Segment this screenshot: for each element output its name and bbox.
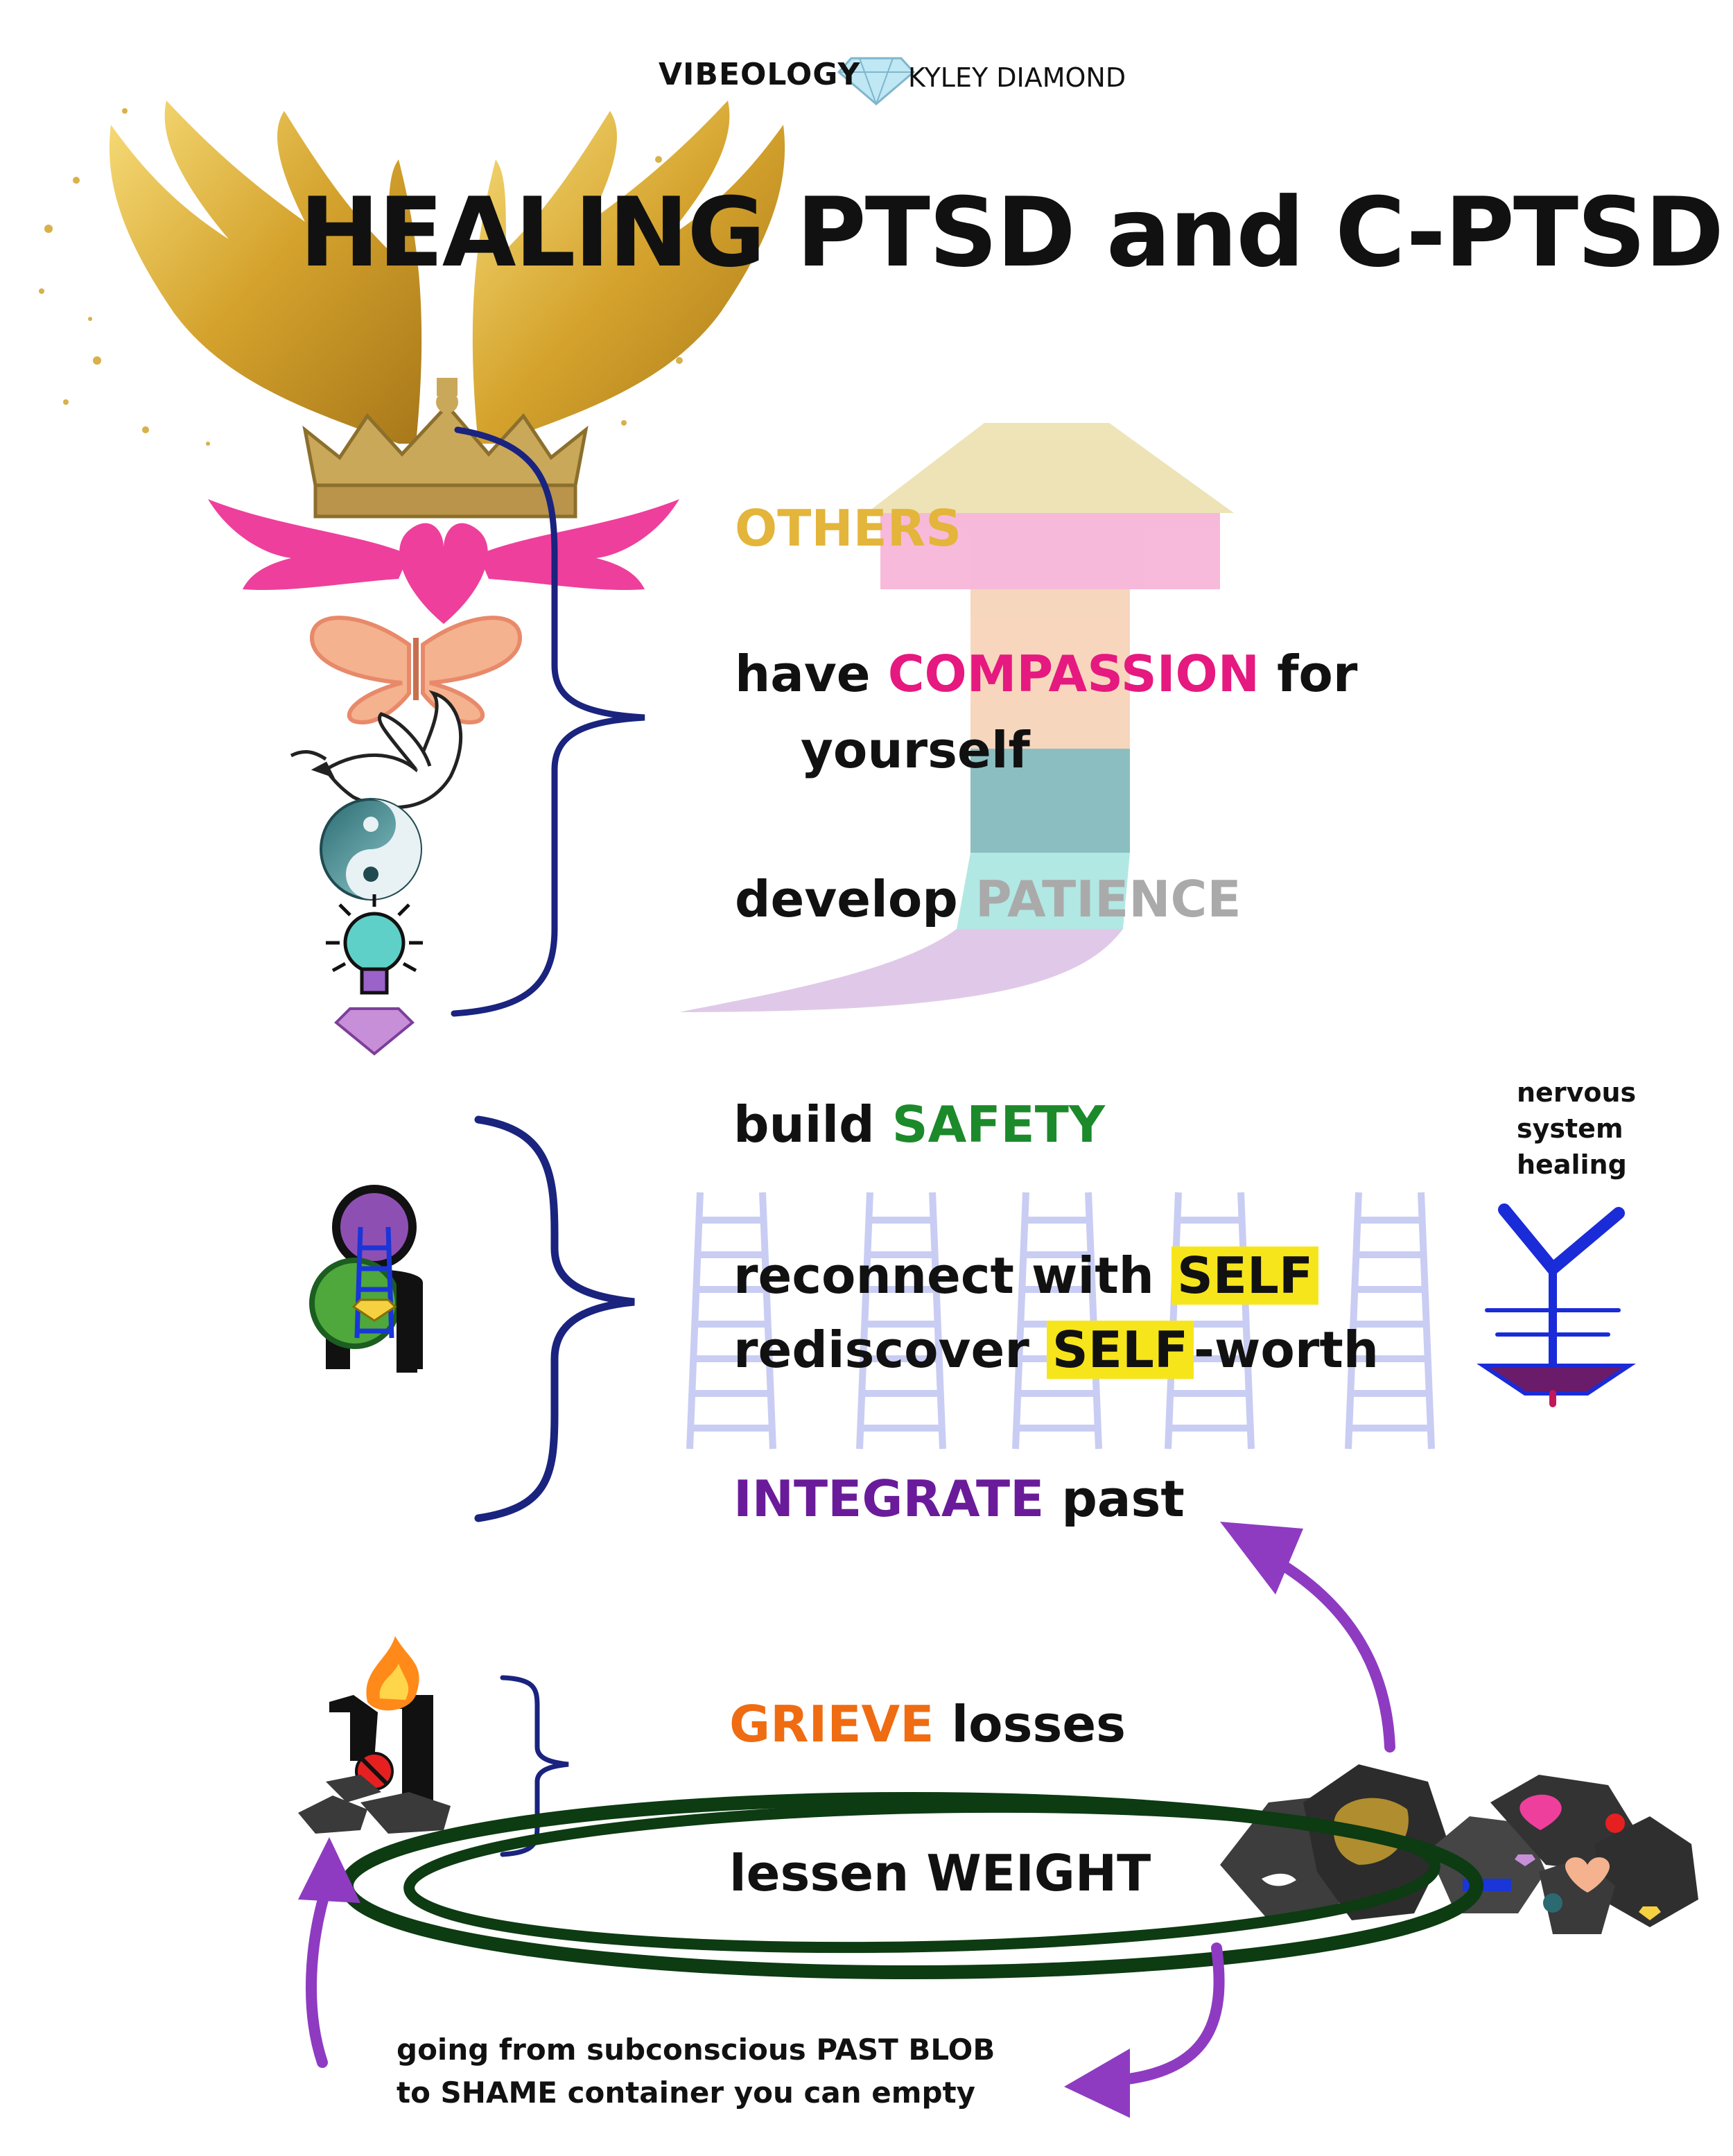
diamond-logo-icon [837, 57, 916, 106]
integrate-suffix: past [1044, 1470, 1185, 1528]
compassion-word: COMPASSION [887, 645, 1260, 703]
person-ladder-icon [309, 1185, 423, 1373]
nervous-label-line2: system [1517, 1113, 1623, 1144]
patience-prefix: develop [735, 870, 975, 928]
nervous-system-icon [1477, 1203, 1636, 1407]
step-compassion: have COMPASSION for [735, 645, 1357, 703]
safety-prefix: build [733, 1095, 892, 1154]
integrate-word: INTEGRATE [733, 1470, 1045, 1528]
step-patience: develop PATIENCE [735, 870, 1242, 928]
cycle-note-line1: going from subconscious PAST BLOB [397, 2033, 995, 2067]
grieve-suffix: losses [934, 1695, 1126, 1753]
step-grieve: GRIEVE losses [729, 1695, 1126, 1753]
nervous-label-line3: healing [1517, 1149, 1627, 1180]
compassion-prefix: have [735, 645, 888, 703]
step-rediscover: rediscover SELF-worth [733, 1321, 1379, 1379]
ladder-2 [856, 1192, 946, 1450]
yin-yang-icon [320, 798, 422, 901]
safety-word: SAFETY [891, 1095, 1105, 1154]
middle-brace [474, 1115, 635, 1522]
page-title: HEALING PTSD and C-PTSD [299, 177, 1724, 288]
top-brace [451, 426, 645, 1017]
step-others: OTHERS [735, 499, 962, 557]
rediscover-prefix: rediscover [733, 1321, 1047, 1379]
ladders [686, 1192, 1435, 1450]
compassion-suffix: for [1260, 645, 1358, 703]
winged-heart-icon [208, 499, 679, 624]
purple-up-arrow [1220, 1522, 1395, 1753]
step-reconnect: reconnect with SELF [733, 1246, 1319, 1305]
rediscover-self-word: SELF [1046, 1321, 1194, 1379]
diamond-icon [334, 1007, 415, 1056]
rainbow-arrow [679, 423, 1234, 1012]
ladder-5 [1345, 1192, 1435, 1450]
reconnect-prefix: reconnect with [733, 1246, 1172, 1305]
step-lessen-weight: lessen WEIGHT [729, 1844, 1151, 1902]
brand-kyley-diamond: KYLEY DIAMOND [908, 62, 1126, 93]
patience-word: PATIENCE [975, 870, 1242, 928]
butterfly-icon [309, 616, 523, 724]
step-safety: build SAFETY [733, 1095, 1105, 1154]
step-compassion-line2: yourself [801, 721, 1030, 779]
golden-wings-icon [109, 101, 785, 444]
reconnect-self-word: SELF [1171, 1246, 1319, 1305]
ladder-1 [686, 1192, 776, 1450]
brand-vibeology: VIBEOLOGY [659, 57, 861, 92]
rediscover-suffix: -worth [1194, 1321, 1379, 1379]
shame-container-icon [298, 1636, 451, 1834]
cycle-note-line2: to SHAME container you can empty [397, 2076, 976, 2110]
grieve-word: GRIEVE [729, 1695, 934, 1753]
lightbulb-icon [326, 894, 423, 995]
step-integrate: INTEGRATE past [733, 1470, 1185, 1528]
nervous-label-line1: nervous [1517, 1077, 1637, 1108]
purple-cycle-arrows [298, 1837, 1225, 2118]
